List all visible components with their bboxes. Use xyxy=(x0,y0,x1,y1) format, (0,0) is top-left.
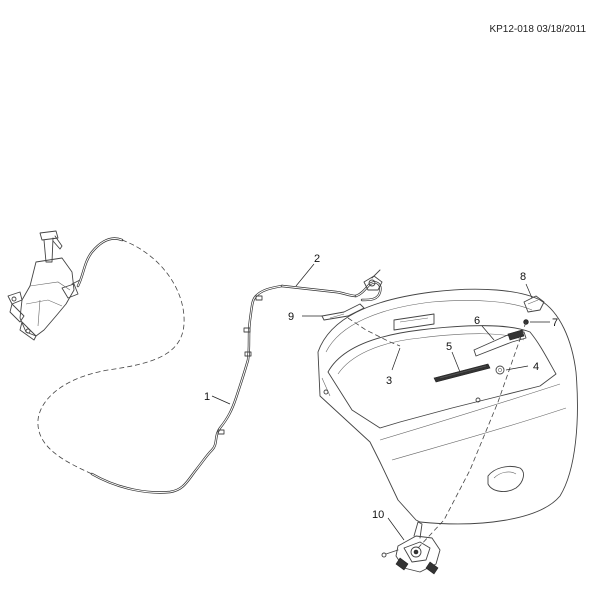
callout-5: 5 xyxy=(446,341,452,353)
wiper-arm xyxy=(473,329,527,357)
callout-10: 10 xyxy=(372,509,384,521)
pivot-cap xyxy=(523,295,545,313)
hose-connector-assembly xyxy=(280,269,383,302)
wiper-nut xyxy=(495,365,505,375)
callout-1: 1 xyxy=(204,391,210,403)
callout-2: 2 xyxy=(314,253,320,265)
drawing-reference-code: KP12-018 03/18/2011 xyxy=(489,24,586,35)
callout-8: 8 xyxy=(520,271,526,283)
callout-4: 4 xyxy=(533,361,539,373)
washer-reservoir xyxy=(7,230,81,341)
callout-6: 6 xyxy=(474,315,480,327)
washer-hose xyxy=(37,237,284,494)
liftgate-panel xyxy=(317,288,578,525)
washer-nozzle xyxy=(321,303,401,347)
wiper-blade xyxy=(433,363,491,383)
wiper-motor xyxy=(381,521,441,575)
callout-3: 3 xyxy=(386,375,392,387)
callout-7: 7 xyxy=(552,317,558,329)
callout-9: 9 xyxy=(288,311,294,323)
